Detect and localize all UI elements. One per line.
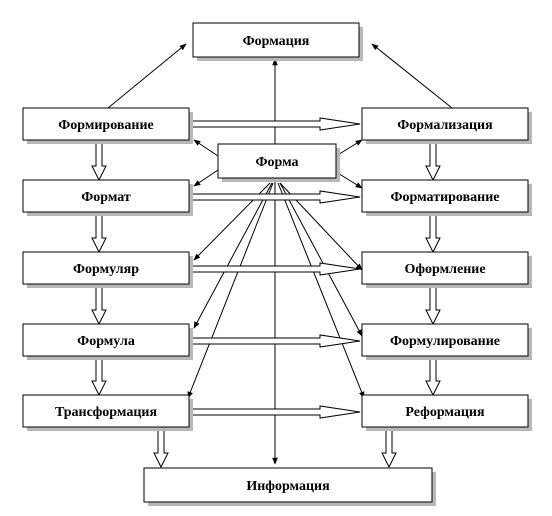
node-formirovanie: Формирование [22, 107, 193, 144]
hollow-arrow-oformlenie-formulirovanie [425, 285, 441, 326]
arrow-forma-formirovanie [193, 139, 219, 157]
hollow-arrow-reformatsiya-informatsiya [381, 428, 397, 469]
hollow-arrow-transformatsiya-reformatsiya [191, 405, 361, 419]
node-formula: Формула [22, 323, 193, 360]
node-label-formalizatsiya: Формализация [397, 118, 493, 133]
node-label-formirovanie: Формирование [58, 118, 154, 133]
nodes-layer: Формация Формирование Формализация Форма… [22, 22, 532, 506]
node-formulirovanie: Формулирование [361, 323, 532, 360]
hollow-arrow-formula-transformatsiya [91, 357, 107, 397]
node-formalizatsiya: Формализация [361, 107, 532, 144]
node-informatsiya: Информация [143, 467, 436, 506]
arrow-forma-formatirovanie [335, 171, 363, 189]
node-transformatsiya: Трансформация [22, 394, 193, 431]
arrow-forma-transformatsiya [187, 182, 274, 399]
node-label-reformatsiya: Реформация [405, 405, 485, 420]
arrow-formalizatsiya-formatsiya [371, 43, 453, 109]
node-label-formulirovanie: Формулирование [390, 334, 500, 349]
node-label-formula: Формула [77, 334, 135, 349]
node-label-formatirovanie: Форматирование [391, 190, 500, 205]
node-label-format: Формат [81, 190, 131, 205]
node-formulyar: Формуляр [22, 251, 193, 288]
arrow-forma-formalizatsiya [335, 139, 363, 157]
arrow-formirovanie-formatsiya [107, 43, 187, 109]
node-format: Формат [22, 179, 193, 216]
node-label-formatsiya: Формация [243, 34, 310, 49]
arrow-forma-formula [193, 182, 273, 329]
node-label-forma: Форма [255, 155, 298, 170]
hollow-arrow-format-formatirovanie [191, 190, 361, 204]
node-label-formulyar: Формуляр [73, 262, 139, 277]
node-forma: Форма [217, 143, 340, 182]
node-reformatsiya: Реформация [361, 394, 532, 431]
hollow-arrow-formirovanie-format [91, 141, 107, 182]
hollow-arrow-formatirovanie-oformlenie [425, 213, 441, 254]
hollow-arrow-format-formulyar [91, 213, 107, 254]
hollow-arrow-formirovanie-formalizatsiya [191, 117, 361, 131]
node-formatsiya: Формация [192, 22, 363, 61]
arrow-forma-formulirovanie [279, 182, 363, 337]
arrow-forma-format [193, 169, 219, 187]
node-formatirovanie: Форматирование [361, 179, 532, 216]
hollow-arrow-formulyar-formula [91, 285, 107, 326]
node-oformlenie: Оформление [361, 251, 532, 288]
node-label-informatsiya: Информация [246, 479, 330, 494]
node-label-oformlenie: Оформление [404, 262, 485, 277]
hollow-arrow-formula-formulirovanie [191, 334, 361, 348]
arrows-layer [91, 43, 453, 469]
node-label-transformatsiya: Трансформация [55, 405, 158, 420]
arrow-forma-reformatsiya [277, 182, 365, 399]
hollow-arrow-transformatsiya-informatsiya [153, 428, 169, 469]
hollow-arrow-formulirovanie-reformatsiya [425, 357, 441, 397]
hollow-arrow-formalizatsiya-formatirovanie [425, 141, 441, 182]
hollow-arrow-formulyar-oformlenie [191, 262, 361, 276]
